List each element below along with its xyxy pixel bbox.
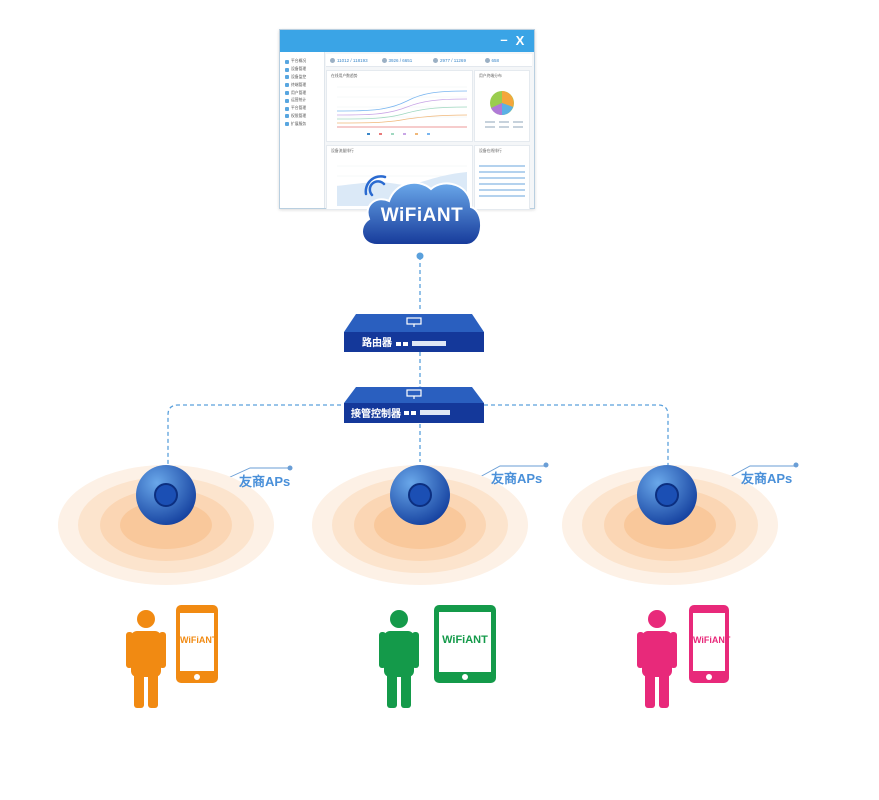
home-icon [285,59,289,64]
menu-item[interactable]: 终端管理 [280,81,324,89]
menu-item[interactable]: 平台概况 [280,58,324,66]
phone-icon-pink [689,605,729,683]
stats-icon [285,98,289,103]
ranking-list [479,165,525,197]
menu-item[interactable]: 设备监控 [280,74,324,82]
controller-device [344,387,484,423]
user-icon [285,91,289,96]
stat-icon [381,57,387,63]
ap-label-1: 友商APs [239,474,291,489]
ap-label-3: 友商APs [741,471,793,486]
menu-item[interactable]: 平台管理 [280,105,324,113]
device-icon [285,67,289,72]
person-icon-pink [637,610,677,708]
cloud-icon [361,175,483,246]
stat-item: 3926 / 6651 [378,54,430,66]
dashboard-window: – X 平台概况 设备管理 设备监控 终端管理 用户管理 运营统计 平台管理 权… [279,29,535,210]
phone-icon-orange [176,605,218,683]
pie-chart [485,91,523,128]
window-titlebar [280,30,534,52]
cloud-brand: WiFiANT [380,205,464,226]
minimize-icon[interactable]: – [500,32,508,47]
stat-item: 658 [481,54,533,66]
menu-item[interactable]: 扩展服务 [280,120,324,128]
close-button[interactable]: X [515,33,525,48]
ap-signal-layer [58,465,778,585]
permission-icon [285,114,289,119]
controller-label: 接管控制器 [351,409,401,420]
menu-item[interactable]: 用户管理 [280,89,324,97]
stat-icon [484,57,490,63]
stat-item: 2977 / 11269 [429,54,481,66]
router-device [344,314,484,352]
users-layer [126,605,729,708]
extension-icon [285,122,289,127]
menu-item[interactable]: 设备管理 [280,66,324,74]
line-chart-panel: 在线用户数趋势 [326,70,473,142]
ap-2-icon [390,465,450,525]
pie-chart-panel: 用户终端分布 [474,70,530,142]
stats-bar: 11012 / 118193 3926 / 6651 2977 / 11269 … [326,54,532,67]
sidebar: 平台概况 设备管理 设备监控 终端管理 用户管理 运营统计 平台管理 权限管理 … [280,52,325,208]
tablet-brand-green: WiFiANT [442,634,488,646]
phone-brand-orange: WiFiANT [180,635,218,645]
stat-item: 11012 / 118193 [326,54,378,66]
stat-icon [433,57,438,63]
stat-icon [330,57,335,63]
phone-brand-pink: WiFiANT [693,635,731,645]
menu-item[interactable]: 权限管理 [280,113,324,121]
tablet-icon-green [434,605,496,683]
ap-label-2: 友商APs [491,471,543,486]
monitor-icon [285,75,289,80]
ap-3-rings [562,465,778,585]
ap-3-icon [637,465,697,525]
ap-1-icon [136,465,196,525]
ranking-list-panel: 设备在线排行 [474,145,530,210]
terminal-icon [285,83,289,88]
platform-icon [285,106,289,111]
router-label: 路由器 [362,338,392,349]
line-chart [336,86,468,135]
person-icon-green [379,610,419,708]
menu-item[interactable]: 运营统计 [280,97,324,105]
person-icon-orange [126,610,166,708]
